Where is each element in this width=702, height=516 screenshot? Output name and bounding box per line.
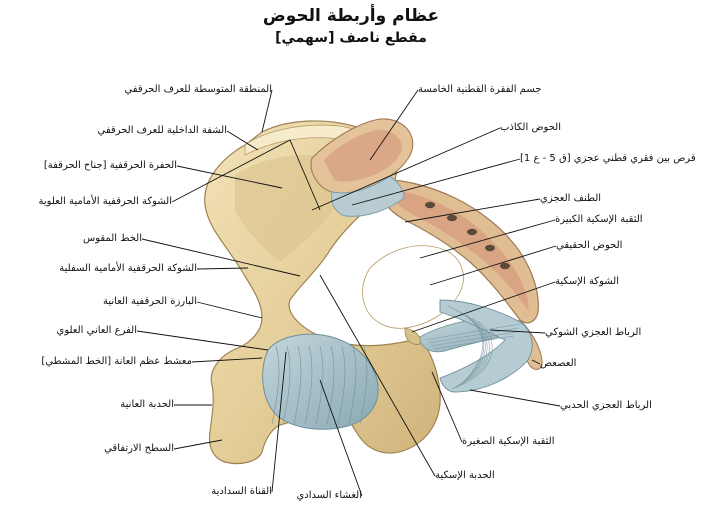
leader-line (226, 130, 259, 151)
leader-lines (136, 89, 561, 497)
sacrum-cancellous (392, 190, 529, 310)
label-obturator-canal: القناة السدادية (211, 486, 272, 497)
leader-line (431, 371, 463, 443)
label-iliac-crest-inner-lip: الشفة الداخلية للعرف الحرقفي (97, 125, 227, 136)
leader-line (319, 379, 363, 497)
sacral-foramen (447, 214, 457, 222)
ligament-fiber (433, 335, 515, 350)
label-sacrotuberous-ligament: الرباط العجزي الحدبي (560, 400, 652, 411)
label-iliac-crest-intermediate-zone: المنطقة المتوسطة للعرف الحرقفي (124, 84, 272, 95)
membrane-fiber (293, 345, 302, 425)
intervertebral-disc (331, 175, 405, 217)
leader-line (429, 245, 557, 286)
leader-line (196, 267, 249, 270)
ischial-spine (404, 327, 421, 345)
label-sacrospinous-ligament: الرباط العجزي الشوكي (545, 327, 642, 338)
sacral-foramen (425, 201, 435, 209)
ligament-fiber (430, 331, 517, 347)
label-superior-pubic-ramus: الفرع العاني العلوي (56, 325, 138, 336)
label-pubic-tubercle: الحدبة العانية (120, 399, 174, 410)
membrane-fiber (282, 345, 291, 425)
label-ischial-tuberosity: الحدبة الإسكية (435, 470, 495, 481)
label-lumbosacral-disc: قرص بين فقري قطني عجزي [ق 5 - ع 1] (520, 153, 696, 164)
sacral-foramen (467, 228, 477, 236)
label-false-pelvis: الحوض الكاذب (500, 122, 561, 133)
sacral-foramen (500, 262, 510, 270)
leader-line (136, 330, 269, 351)
leader-line (419, 219, 556, 259)
membrane-fiber (359, 345, 368, 425)
ligament-fiber (424, 323, 521, 341)
label-greater-sciatic-foramen: الثقبة الإسكية الكبيرة (555, 214, 643, 225)
leader-line (271, 351, 287, 493)
leader-line (369, 89, 419, 161)
label-aiis: الشوكة الحرقفية الأمامية السفلية (59, 263, 197, 274)
leader-line (311, 127, 501, 211)
greater-sciatic-foramen (362, 245, 464, 329)
label-lesser-sciatic-foramen: الثقبة الإسكية الصغيرة (462, 436, 555, 447)
leader-line (176, 165, 283, 189)
label-sacral-promontory: الطنف العجزي (540, 193, 602, 204)
leader-line (489, 329, 546, 334)
ligament-fiber (453, 317, 490, 389)
leader-line (171, 139, 321, 211)
sacral-foramen (485, 244, 495, 252)
membrane-fiber (337, 345, 346, 425)
membrane-fiber (304, 345, 313, 425)
membrane-fiber (315, 345, 324, 425)
label-iliopubic-eminence: البارزة الحرقفية العانية (102, 296, 197, 307)
label-true-pelvis: الحوض الحقيقي (556, 240, 623, 251)
label-ischial-spine: الشوكة الإسكية (555, 276, 619, 287)
label-coccyx: العصعص (540, 358, 577, 369)
leader-line (351, 158, 521, 206)
label-l5-body: جسم الفقرة القطنية الخامسة (418, 84, 542, 95)
diagram-subtitle: مقطع ناصف [سهمي] (275, 30, 427, 46)
label-obturator-membrane: الغشاء السدادي (296, 490, 362, 501)
label-pecten-pubis: معشط عظم العانة [الخط المشطي] (41, 356, 192, 367)
leader-line (469, 389, 561, 407)
label-arcuate-line: الخط المقوس (83, 233, 142, 244)
leader-line (319, 274, 436, 477)
leader-line (261, 89, 273, 133)
l5-cancellous (324, 129, 402, 182)
sacral-foramina (425, 201, 510, 270)
sacrotuberous-ligament (439, 299, 533, 393)
ligament-fiber (451, 320, 493, 390)
leader-line (404, 198, 541, 223)
membrane-fiber (326, 345, 335, 425)
membrane-fiber (348, 345, 357, 425)
membrane-fiber (271, 345, 280, 425)
ligament-fiber (457, 311, 486, 387)
label-iliac-fossa: الحفرة الحرقفية [جناح الحرقفة] (43, 160, 177, 171)
leader-line (196, 301, 263, 319)
ligament-fiber (455, 314, 488, 388)
label-symphyseal-surface: السطح الارتفاقي (104, 443, 174, 454)
leader-line (191, 357, 263, 363)
leader-line (173, 439, 223, 450)
leader-line (411, 281, 556, 333)
leader-line (531, 359, 541, 365)
label-asis: الشوكة الحرقفية الأمامية العلوية (38, 196, 172, 207)
leader-line (141, 238, 301, 277)
diagram-title: عظام وأربطة الحوض (262, 6, 440, 26)
